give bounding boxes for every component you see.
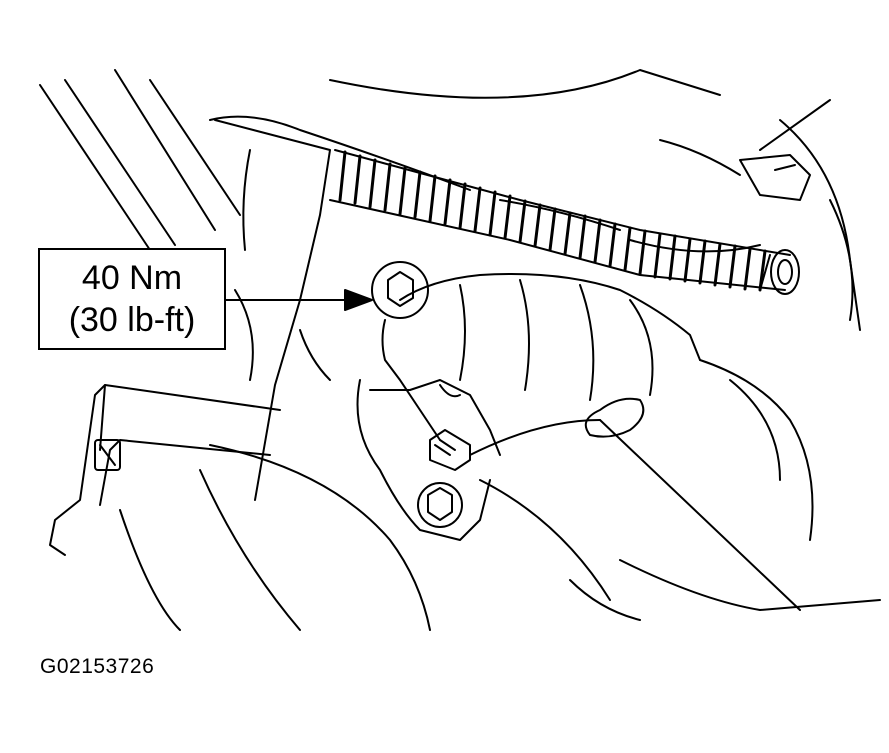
bracket-nut-icon xyxy=(94,439,121,471)
figure-id-label: G02153726 xyxy=(40,655,155,678)
torque-callout-box: 40 Nm (30 lb-ft) xyxy=(38,248,226,350)
callout-leader-arrow xyxy=(225,289,373,311)
torque-metric-label: 40 Nm xyxy=(81,259,183,297)
conduit-end-fitting-icon xyxy=(759,249,800,295)
flange-bolt-lower-icon xyxy=(417,482,463,528)
mounting-bracket xyxy=(49,384,281,556)
oxygen-sensor-icon xyxy=(429,429,471,471)
engine-background-lines xyxy=(39,69,881,631)
torque-imperial-label: (30 lb-ft) xyxy=(68,301,196,339)
exhaust-manifold xyxy=(356,273,701,541)
wiring-conduit xyxy=(329,149,791,292)
flange-bolt-upper-icon xyxy=(371,261,429,319)
